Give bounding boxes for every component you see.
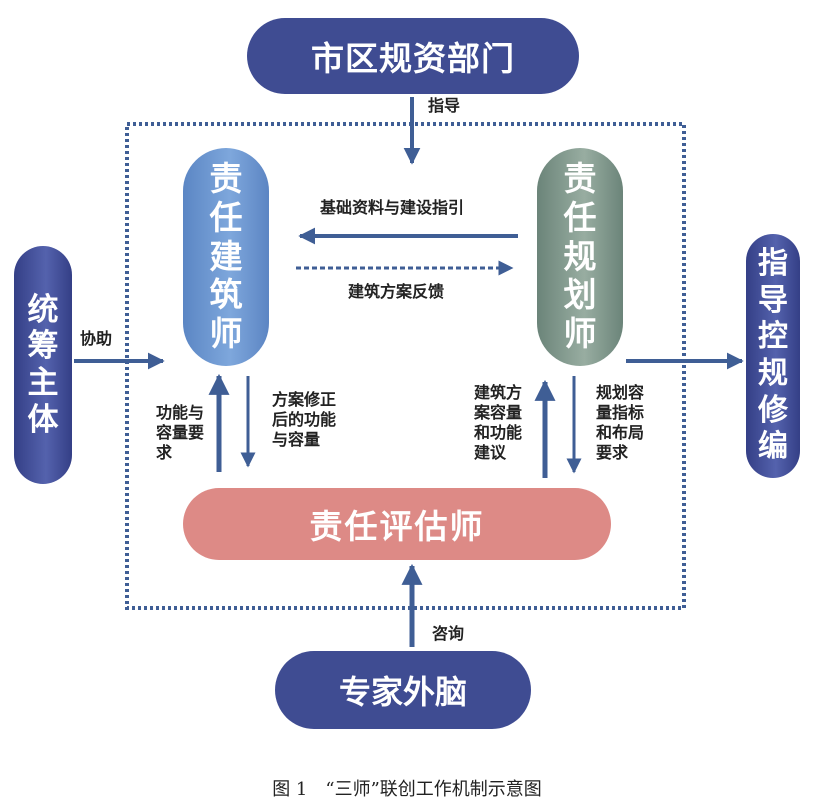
workflow-boundary bbox=[125, 122, 686, 610]
expert-advisors-node: 专家外脑 bbox=[275, 651, 531, 729]
node-char: 责 bbox=[209, 158, 243, 198]
node-char: 师 bbox=[209, 314, 243, 354]
node-char: 筑 bbox=[209, 275, 243, 315]
responsible-architect-node: 责 任 建 筑 师 bbox=[183, 148, 269, 366]
scheme-feedback-label: 建筑方案反馈 bbox=[348, 282, 445, 301]
node-char: 规 bbox=[758, 356, 788, 391]
node-char: 指 bbox=[758, 246, 788, 282]
node-char: 导 bbox=[758, 282, 788, 318]
node-char: 控 bbox=[758, 319, 788, 355]
basic-data-label: 基础资料与建设指引 bbox=[320, 198, 465, 217]
node-char: 任 bbox=[209, 197, 243, 237]
node-char: 统 bbox=[27, 291, 59, 328]
node-char: 规 bbox=[563, 236, 597, 276]
function-requirement-label: 功能与 容量要 求 bbox=[156, 403, 205, 462]
node-char: 责 bbox=[563, 158, 597, 198]
guide-label: 指导 bbox=[428, 96, 461, 115]
node-char: 编 bbox=[758, 429, 788, 465]
revised-scheme-label: 方案修正 后的功能 与容量 bbox=[272, 390, 337, 449]
capacity-suggestion-label: 建筑方 案容量 和功能 建议 bbox=[474, 383, 523, 462]
responsible-planner-node: 责 任 规 划 师 bbox=[537, 148, 623, 366]
planning-requirement-label: 规划容 量指标 和布局 要求 bbox=[596, 383, 645, 462]
city-planning-department-node: 市区规资部门 bbox=[247, 18, 579, 94]
node-char: 筹 bbox=[27, 328, 59, 365]
node-char: 修 bbox=[758, 392, 788, 428]
node-char: 建 bbox=[209, 236, 243, 276]
assist-label: 协助 bbox=[80, 329, 113, 348]
regulatory-plan-revision-node: 指 导 控 规 修 编 bbox=[746, 234, 800, 478]
responsible-assessor-node: 责任评估师 bbox=[183, 488, 611, 560]
node-char: 主 bbox=[27, 365, 59, 401]
figure-caption: 图 1 “三师”联创工作机制示意图 bbox=[272, 779, 542, 800]
node-char: 划 bbox=[563, 275, 597, 315]
coordinating-body-node: 统 筹 主 体 bbox=[14, 246, 72, 484]
node-char: 体 bbox=[27, 401, 59, 438]
node-char: 任 bbox=[563, 197, 597, 237]
consult-label: 咨询 bbox=[432, 624, 465, 643]
node-char: 师 bbox=[563, 314, 597, 354]
